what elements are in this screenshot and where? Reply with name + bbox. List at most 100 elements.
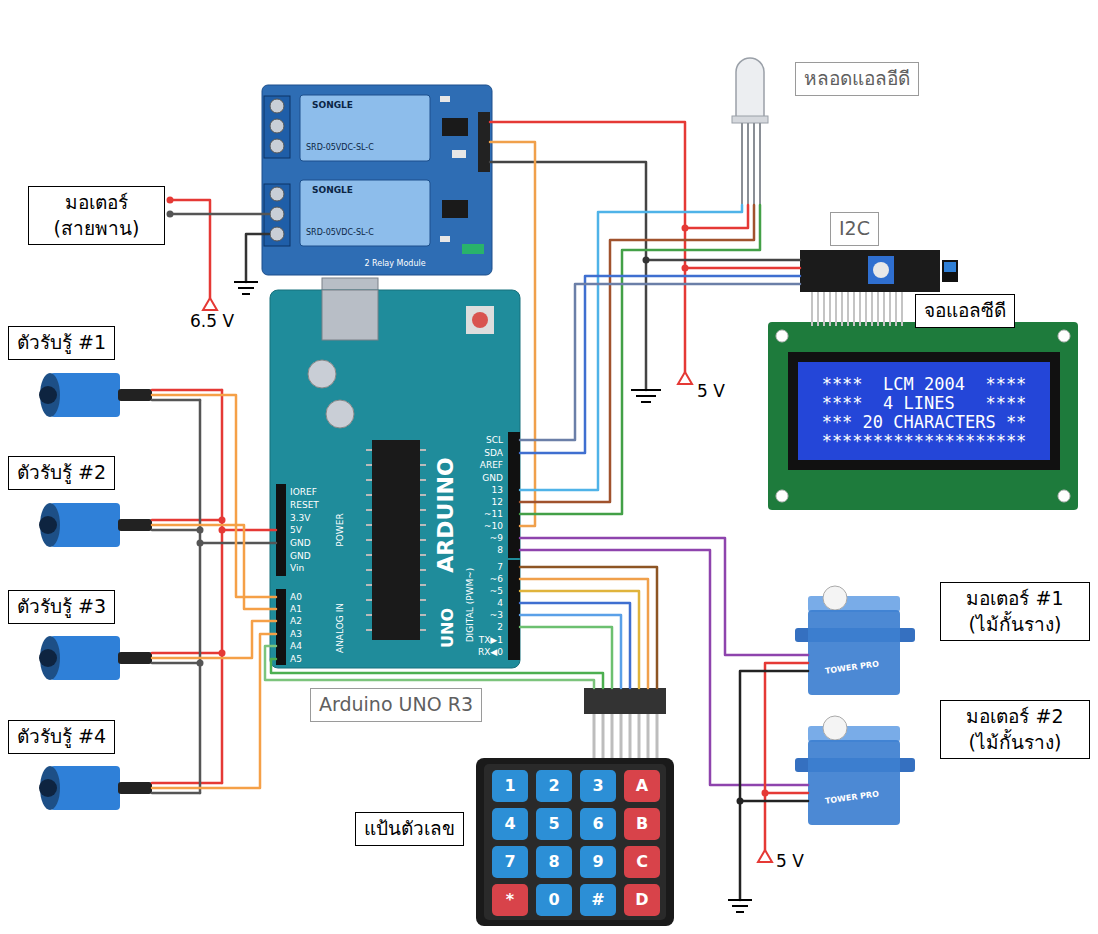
board-text: POWER [336,513,345,546]
key-label: A [636,778,648,794]
pin-label: Vin [290,564,304,573]
arduino-board [270,278,520,668]
sensor-callout: ตัวรับรู้ #3 [8,590,115,624]
callout-text: แป้นตัวเลข [364,816,455,842]
pin-label: GND [482,474,503,483]
key-label: 4 [504,816,515,832]
sensor-callout: ตัวรับรู้ #2 [8,456,115,490]
relay-text: SONGLE [312,186,353,195]
lcd-text: **** 4 LINES **** [822,395,1027,412]
key-label: 7 [504,854,515,870]
pin-label: A4 [290,642,302,651]
servo-text: TOWER PRO [825,790,880,805]
pin-label: TX▶1 [479,636,503,645]
pin-label: 5V [290,526,302,535]
relay-text: SRD-05VDC-SL-C [306,229,374,237]
sensor-callout: ตัวรับรู้ #4 [8,720,115,754]
key-label: B [636,816,648,832]
lcd-module [768,322,1078,510]
relay-text: SONGLE [312,101,353,110]
callout-text: ตัวรับรู้ #3 [17,594,106,620]
pin-label: ~9 [490,534,503,543]
pin-label: 12 [492,498,503,507]
key-label: 3 [592,778,603,794]
pin-label: RESET [290,501,319,510]
pin-label: A1 [290,605,302,614]
key-label: 6 [592,816,603,832]
callout-text: จอแอลซีดี [924,298,1006,324]
pin-label: ~3 [490,611,503,620]
pin-label: 8 [497,546,503,555]
key-label: 8 [548,854,559,870]
pin-label: A0 [290,593,302,602]
pin-label: ~10 [484,522,503,531]
key-label: 9 [592,854,603,870]
keypad-callout: แป้นตัวเลข [355,812,464,846]
servo-callout: มอเตอร์ #1 (ไม้กั้นราง) [940,582,1090,641]
pin-label: A3 [290,630,302,639]
key-label: 5 [548,816,559,832]
belt-motor-callout: มอเตอร์ (สายพาน) [28,186,165,245]
board-logo: UNO [440,608,456,648]
pin-label: 7 [497,563,503,572]
callout-text: ตัวรับรู้ #2 [17,460,106,486]
callout-text: มอเตอร์ #1 (ไม้กั้นราง) [949,586,1081,637]
board-logo: ARDUINO [435,457,457,572]
servo-motors [795,586,915,825]
lcd-text: *** 20 CHARACTERS ** [822,414,1027,431]
pin-label: 13 [492,486,503,495]
pin-label: IOREF [290,488,317,497]
key-label: # [591,892,604,908]
callout-text: หลอดแอลอีดี [804,66,910,92]
pin-label: GND [290,552,311,561]
pin-label: SCL [486,436,503,445]
key-label: D [635,892,648,908]
key-label: C [636,854,648,870]
pin-label: 3.3V [290,514,310,523]
keypad [476,688,674,926]
wires [152,122,808,900]
junction-dots [167,197,769,805]
servo-callout: มอเตอร์ #2 (ไม้กั้นราง) [940,700,1090,759]
voltage-label: 5 V [776,853,804,870]
pin-label: RX◀0 [478,648,503,657]
pin-label: A5 [290,655,302,664]
pin-label: ~5 [490,587,503,596]
key-label: 0 [548,892,559,908]
pin-label: AREF [480,461,503,470]
pin-label: ~6 [490,575,503,584]
relay-module [262,85,492,275]
voltage-label: 5 V [697,383,725,400]
servo-text: TOWER PRO [825,660,880,675]
callout-text: มอเตอร์ #2 (ไม้กั้นราง) [949,704,1081,755]
pin-label: GND [290,539,311,548]
callout-text: I2C [839,216,870,242]
board-text: ANALOG IN [336,603,345,653]
sensor-callout: ตัวรับรู้ #1 [8,326,115,360]
callout-text: Arduino UNO R3 [319,692,473,718]
callout-text: ตัวรับรู้ #1 [17,330,106,356]
callout-text: มอเตอร์ (สายพาน) [37,190,156,241]
pin-label: 2 [497,623,503,632]
relay-text: SRD-05VDC-SL-C [306,144,374,152]
lcd-text: ******************** [822,433,1027,450]
voltage-label: 6.5 V [190,313,234,330]
pin-label: 4 [497,599,503,608]
i2c-callout: I2C [830,212,879,246]
callout-text: ตัวรับรู้ #4 [17,724,106,750]
pin-label: ~11 [484,510,503,519]
board-text: DIGITAL (PWM~) [466,568,475,643]
lcd-callout: จอแอลซีดี [915,294,1015,328]
board-callout: Arduino UNO R3 [310,688,482,722]
pin-label: A2 [290,617,302,626]
key-label: 1 [504,778,515,794]
led-callout: หลอดแอลอีดี [795,62,919,96]
lcd-text: **** LCM 2004 **** [822,376,1027,393]
key-label: 2 [548,778,559,794]
key-label: * [506,892,514,908]
pin-label: SDA [484,449,503,458]
rgb-led [732,58,768,205]
relay-text: 2 Relay Module [364,260,425,268]
power-symbols [203,282,772,912]
